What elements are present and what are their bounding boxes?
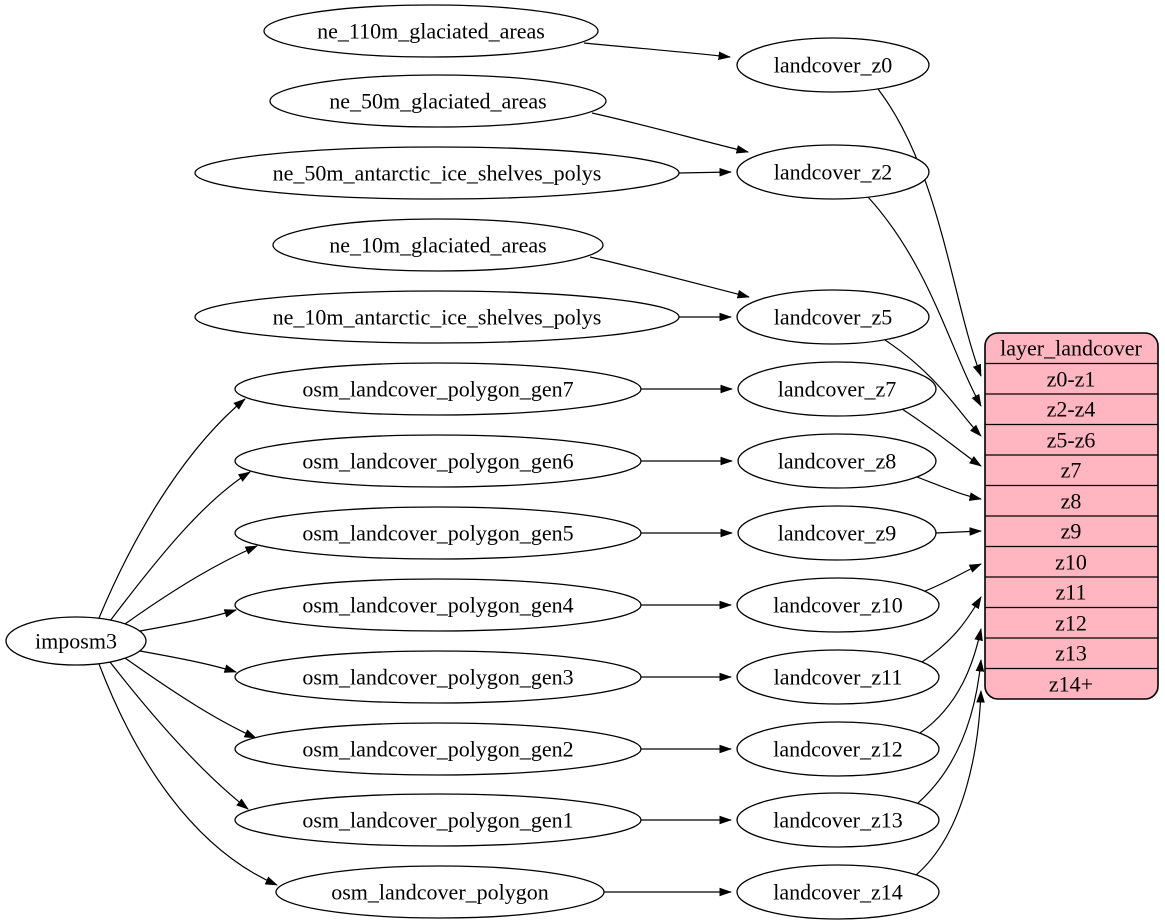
edge-z2-to-row-z2-z4 [867,196,982,407]
edge-imposm3-to-polygon [98,663,278,886]
edge-z8-to-row-z8 [916,476,982,501]
node-label: osm_landcover_polygon_gen3 [302,665,573,690]
node-label: landcover_z7 [778,377,897,402]
node-label: osm_landcover_polygon_gen5 [302,521,573,546]
node-label: ne_10m_glaciated_areas [329,233,546,258]
node-landcover-z0: landcover_z0 [736,37,930,93]
table-row-z12: z12 [1055,611,1087,636]
table-row-z0-z1: z0-z1 [1047,367,1096,392]
layer-landcover-table: layer_landcover z0-z1 z2-z4 z5-z6 z7 z8 … [984,332,1159,700]
table-row-z10: z10 [1055,550,1087,575]
layer-table-title: layer_landcover [1000,336,1142,361]
node-landcover-z13: landcover_z13 [736,792,940,848]
node-label: osm_landcover_polygon_gen4 [302,593,573,618]
node-label: landcover_z10 [773,593,903,618]
table-row-z2-z4: z2-z4 [1047,397,1096,422]
node-landcover-z11: landcover_z11 [736,649,940,705]
node-osm-landcover-polygon-gen7: osm_landcover_polygon_gen7 [234,362,642,416]
table-row-z9: z9 [1061,519,1082,544]
node-label: osm_landcover_polygon_gen2 [302,737,573,762]
node-label: landcover_z12 [773,737,903,762]
node-label: imposm3 [35,629,117,654]
table-row-z13: z13 [1055,641,1087,666]
edge-z10-to-row-z10 [924,563,982,592]
edge-imposm3-to-gen2 [124,657,257,739]
edge-z7-to-row-z7 [901,408,982,467]
edge-z13-to-row-z13 [917,659,985,804]
node-landcover-z7: landcover_z7 [737,361,937,417]
node-landcover-z9: landcover_z9 [737,505,937,561]
node-label: landcover_z8 [778,449,897,474]
table-row-z8: z8 [1061,489,1082,514]
edge-imposm3-to-gen4 [139,609,237,632]
node-landcover-z12: landcover_z12 [736,721,940,777]
edge-ne50m-antarctic-to-z2 [678,167,732,177]
node-osm-landcover-polygon-gen5: osm_landcover_polygon_gen5 [234,506,642,560]
edge-imposm3-to-gen7 [98,398,246,619]
node-label: ne_50m_glaciated_areas [329,89,546,114]
node-landcover-z14: landcover_z14 [736,864,940,920]
edge-z14-to-row-z14plus [915,690,985,876]
node-label: ne_10m_antarctic_ice_shelves_polys [273,305,602,330]
edge-imposm3-to-gen6 [109,471,251,622]
node-osm-landcover-polygon-gen3: osm_landcover_polygon_gen3 [234,650,642,704]
table-row-z7: z7 [1061,458,1082,483]
node-label: landcover_z11 [774,665,903,690]
node-label: landcover_z13 [773,808,903,833]
edge-z5-to-row-z5-z6 [884,339,982,437]
edge-ne10m-glaciated-to-z5 [589,256,750,299]
node-label: osm_landcover_polygon_gen6 [302,449,573,474]
edge-ne50m-glaciated-to-z2 [591,112,749,154]
node-label: landcover_z9 [778,521,897,546]
node-osm-landcover-polygon-gen1: osm_landcover_polygon_gen1 [234,793,642,847]
node-label: landcover_z14 [773,880,903,905]
edge-z9-to-row-z9 [935,527,982,536]
node-label: osm_landcover_polygon_gen7 [302,377,573,402]
edge-ne110m-to-z0 [583,42,731,61]
node-imposm3: imposm3 [5,616,147,666]
node-ne-50m-antarctic-ice-shelves-polys: ne_50m_antarctic_ice_shelves_polys [194,146,680,200]
node-label: ne_110m_glaciated_areas [317,19,545,44]
edge-imposm3-to-gen3 [139,650,237,673]
node-ne-110m-glaciated-areas: ne_110m_glaciated_areas [263,4,599,58]
node-label: osm_landcover_polygon_gen1 [302,808,573,833]
node-label: osm_landcover_polygon [331,880,549,905]
node-ne-50m-glaciated-areas: ne_50m_glaciated_areas [269,74,607,128]
node-landcover-z10: landcover_z10 [736,577,940,633]
node-label: landcover_z0 [774,53,893,78]
node-ne-10m-glaciated-areas: ne_10m_glaciated_areas [272,218,604,272]
edge-z0-to-row-z0-z1 [877,88,982,377]
node-osm-landcover-polygon-gen6: osm_landcover_polygon_gen6 [234,434,642,488]
node-ne-10m-antarctic-ice-shelves-polys: ne_10m_antarctic_ice_shelves_polys [194,290,680,344]
node-label: landcover_z2 [774,160,893,185]
node-osm-landcover-polygon: osm_landcover_polygon [275,865,605,919]
node-landcover-z2: landcover_z2 [736,144,930,200]
edge-z11-to-row-z11 [921,596,982,663]
node-landcover-z5: landcover_z5 [736,289,930,345]
edge-group [98,42,985,897]
node-landcover-z8: landcover_z8 [737,433,937,489]
edge-z12-to-row-z12 [919,628,983,734]
node-osm-landcover-polygon-gen4: osm_landcover_polygon_gen4 [234,578,642,632]
node-label: ne_50m_antarctic_ice_shelves_polys [273,161,602,186]
table-row-z5-z6: z5-z6 [1047,428,1096,453]
edge-imposm3-to-gen5 [124,545,258,625]
node-osm-landcover-polygon-gen2: osm_landcover_polygon_gen2 [234,722,642,776]
table-row-z14plus: z14+ [1049,672,1093,697]
table-row-z11: z11 [1056,580,1087,605]
node-label: landcover_z5 [774,305,893,330]
edge-imposm3-to-gen1 [109,661,249,810]
